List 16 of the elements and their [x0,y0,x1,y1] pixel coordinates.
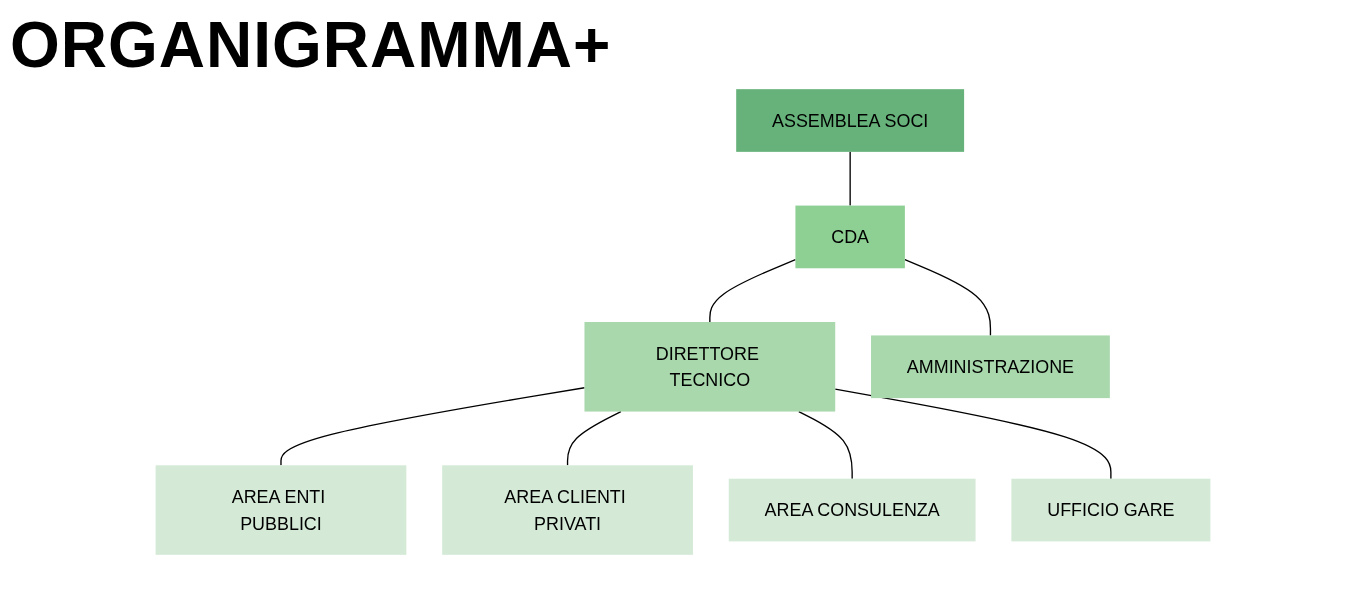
node-box: AMMINISTRAZIONE [871,335,1110,399]
connector [709,258,797,323]
connector [798,410,853,480]
node-box: AREA CONSULENZA [728,478,976,542]
node-box: UFFICIO GARE [1011,478,1211,542]
connector [904,258,992,337]
diagram-title: ORGANIGRAMMA+ [10,8,613,82]
connector [280,387,586,466]
connector [849,151,851,207]
node-box: AREA ENTI PUBBLICI [155,465,407,555]
node-box: DIRETTORE TECNICO [584,322,836,412]
node-box: CDA [795,205,905,269]
node-box: ASSEMBLEA SOCI [736,89,965,152]
connector [566,410,622,466]
connector [834,388,1112,480]
node-box: AREA CLIENTI PRIVATI [442,465,693,555]
